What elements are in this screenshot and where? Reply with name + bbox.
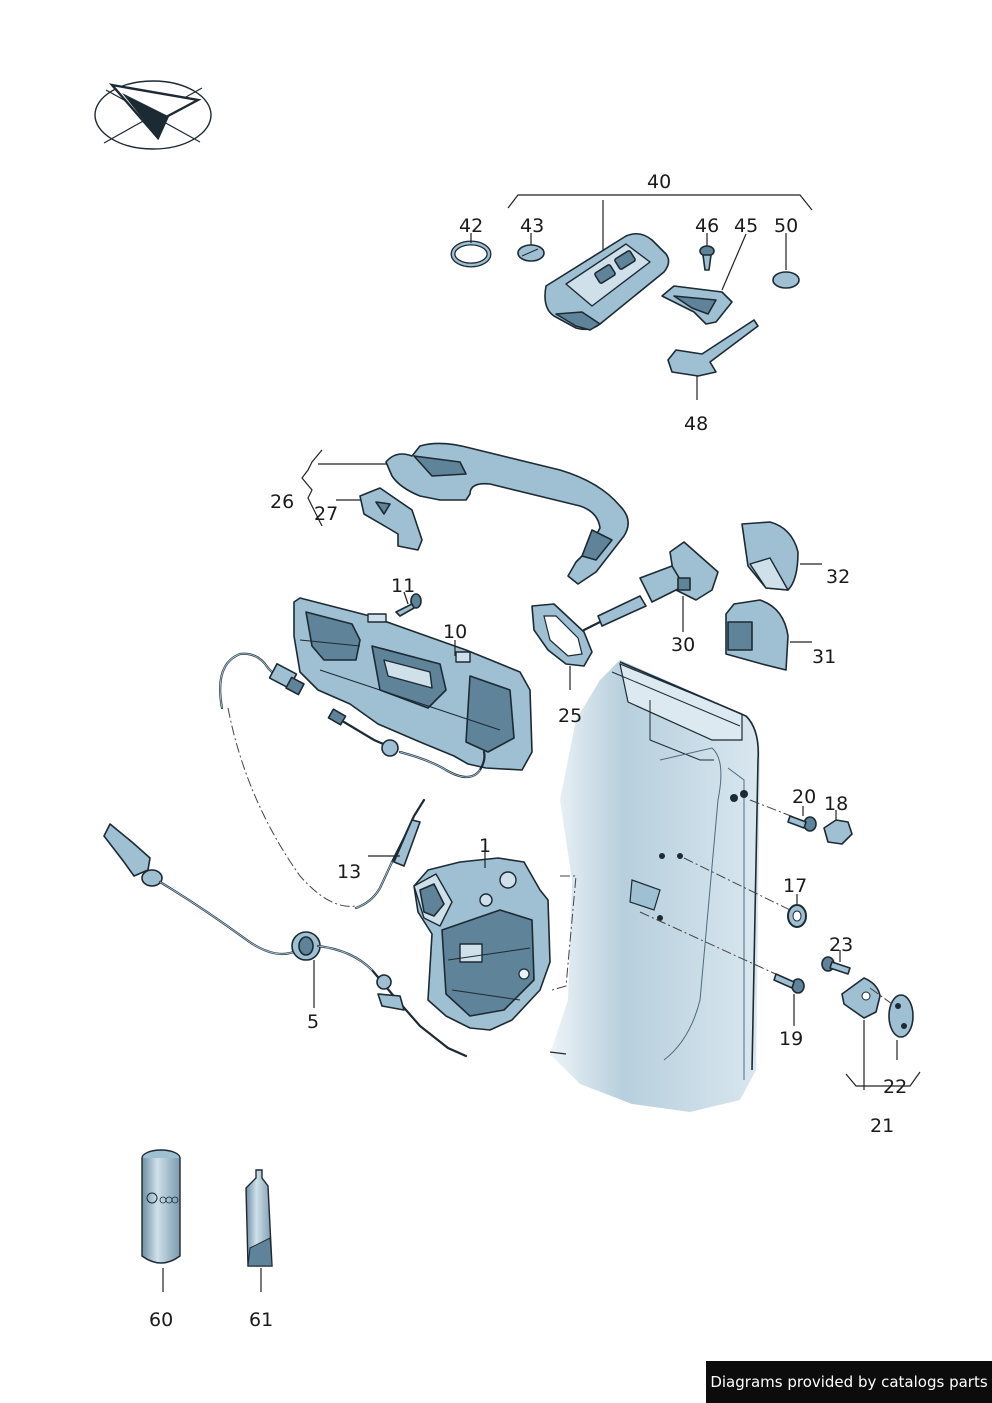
callout-23: 23 xyxy=(829,934,853,956)
callout-40: 40 xyxy=(647,171,671,193)
part-60-spray-can xyxy=(141,1149,181,1292)
callout-labels: 40 42 43 46 45 50 48 26 27 11 10 30 32 3… xyxy=(149,171,907,1331)
callout-50: 50 xyxy=(774,215,798,237)
part-61-tube xyxy=(245,1169,273,1292)
callout-1: 1 xyxy=(479,835,491,857)
callout-18: 18 xyxy=(824,793,848,815)
callout-46: 46 xyxy=(695,215,719,237)
callout-17: 17 xyxy=(783,875,807,897)
callout-26: 26 xyxy=(270,491,294,513)
part-25-gasket xyxy=(531,603,593,690)
callout-10: 10 xyxy=(443,621,467,643)
callout-22: 22 xyxy=(883,1076,907,1098)
callout-42: 42 xyxy=(459,215,483,237)
part-43-battery xyxy=(517,244,545,262)
part-27-cover xyxy=(359,487,423,551)
part-45-cover xyxy=(661,233,747,325)
callout-11: 11 xyxy=(391,575,415,597)
part-5-release-cable xyxy=(103,823,468,1058)
part-32-cap xyxy=(741,521,822,591)
part-10-carrier-bracket xyxy=(293,597,533,771)
part-46-screw xyxy=(699,233,715,271)
part-21-striker xyxy=(841,977,921,1090)
alignment-lines xyxy=(551,799,797,991)
part-19-screw xyxy=(773,973,805,1026)
part-26-handle xyxy=(385,442,629,585)
callout-21: 21 xyxy=(870,1115,894,1137)
callout-61: 61 xyxy=(249,1309,273,1331)
part-31-cap xyxy=(725,599,812,671)
door-handle-group xyxy=(301,442,629,585)
watermark-text: Diagrams provided by catalogs parts xyxy=(710,1373,988,1391)
part-17-grommet xyxy=(787,894,807,928)
callout-43: 43 xyxy=(520,215,544,237)
lock-cylinder-group xyxy=(531,521,822,690)
part-40-key-fob xyxy=(544,232,670,331)
callout-31: 31 xyxy=(812,646,836,668)
part-1-door-lock xyxy=(413,844,551,1031)
door-panel xyxy=(549,660,760,1112)
wiring-harness xyxy=(219,652,486,779)
callout-48: 48 xyxy=(684,413,708,435)
part-20-screw xyxy=(787,806,817,832)
key-group xyxy=(450,194,813,400)
direction-arrow-icon xyxy=(94,80,212,150)
callout-60: 60 xyxy=(149,1309,173,1331)
callout-30: 30 xyxy=(671,634,695,656)
callout-19: 19 xyxy=(779,1028,803,1050)
callout-45: 45 xyxy=(734,215,758,237)
part-11-screw xyxy=(395,591,422,617)
part-48-emergency-key xyxy=(667,319,759,400)
callout-13: 13 xyxy=(337,861,361,883)
callout-32: 32 xyxy=(826,566,850,588)
part-23-screw xyxy=(821,950,851,975)
part-13-cable xyxy=(227,707,426,910)
part-50-cap xyxy=(772,271,800,289)
callout-20: 20 xyxy=(792,786,816,808)
watermark-banner: Diagrams provided by catalogs parts xyxy=(706,1361,992,1403)
part-30-lock-cylinder xyxy=(582,541,719,632)
callout-25: 25 xyxy=(558,705,582,727)
callout-27: 27 xyxy=(314,503,338,525)
callout-5: 5 xyxy=(307,1011,319,1033)
part-18-cap xyxy=(823,810,853,845)
